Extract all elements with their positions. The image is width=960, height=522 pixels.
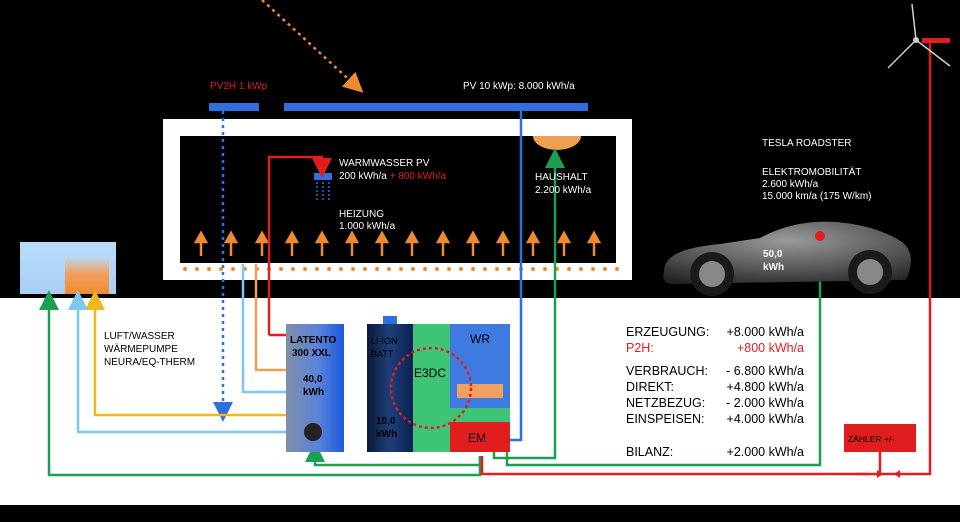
emob-energy: 2.600 kWh/a bbox=[762, 179, 819, 190]
balance-erzeugung-label: ERZEUGUNG: bbox=[626, 325, 710, 339]
balance-p2h-value: +800 kWh/a bbox=[736, 341, 804, 355]
pv2h-label: PV2H 1 kWp bbox=[210, 81, 268, 92]
em-label: EM bbox=[468, 431, 486, 445]
heatpump-label-3: NEURA/EQ-THERM bbox=[104, 357, 196, 368]
battery-value: 10,0 bbox=[376, 416, 396, 427]
balance-verbrauch-label: VERBRAUCH: bbox=[626, 364, 708, 378]
balance-einspeisen-value: +4.000 kWh/a bbox=[726, 412, 804, 426]
warmwasser-extra: + 800 kWh/a bbox=[386, 171, 447, 182]
balance-verbrauch-value: - 6.800 kWh/a bbox=[726, 364, 804, 378]
haushalt-value: 2.200 kWh/a bbox=[535, 185, 592, 196]
latento-title-1: LATENTO bbox=[290, 335, 337, 346]
balance-bilanz-value: +2.000 kWh/a bbox=[726, 445, 804, 459]
pv-main-label: PV 10 kWp: 8.000 kWh/a bbox=[463, 81, 575, 92]
balance-einspeisen-label: EINSPEISEN: bbox=[626, 412, 705, 426]
car-battery-value: 50,0 bbox=[763, 249, 783, 260]
balance-netzbezug-value: - 2.000 kWh/a bbox=[726, 396, 804, 410]
latento-title-2: 300 XXL bbox=[292, 348, 331, 359]
balance-bilanz-label: BILANZ: bbox=[626, 445, 674, 459]
balance-netzbezug-label: NETZBEZUG: bbox=[626, 396, 706, 410]
latento-unit: kWh bbox=[303, 387, 325, 398]
balance-direkt-label: DIREKT: bbox=[626, 380, 674, 394]
balance-erzeugung-value: +8.000 kWh/a bbox=[726, 325, 804, 339]
battery-label-1: LI-ION bbox=[371, 336, 398, 346]
heizung-value: 1.000 kWh/a bbox=[339, 221, 396, 232]
emob-title: ELEKTROMOBILITÄT bbox=[762, 167, 862, 178]
heatpump-label-2: WÄRMEPUMPE bbox=[104, 344, 178, 355]
meter-label: ZÄHLER +/- bbox=[848, 434, 895, 444]
heatpump-label-1: LUFT/WASSER bbox=[104, 331, 175, 342]
pv2h-panel bbox=[209, 103, 259, 111]
battery-label-2: BATT bbox=[371, 349, 394, 359]
warmwasser-title: WARMWASSER PV bbox=[339, 158, 430, 169]
wr-label: WR bbox=[470, 332, 490, 346]
battery-unit: kWh bbox=[376, 429, 398, 440]
heizung-title: HEIZUNG bbox=[339, 209, 384, 220]
pv-main-panel bbox=[284, 103, 588, 111]
warmwasser-value-text: 200 kWh/a bbox=[339, 171, 387, 182]
emob-distance: 15.000 km/a (175 W/km) bbox=[762, 191, 872, 202]
balance-p2h-label: P2H: bbox=[626, 341, 654, 355]
latento-value: 40,0 bbox=[303, 374, 323, 385]
car-battery-unit: kWh bbox=[763, 262, 785, 273]
haushalt-title: HAUSHALT bbox=[535, 172, 588, 183]
car-title: TESLA ROADSTER bbox=[762, 138, 852, 149]
e3dc-label: E3DC bbox=[414, 366, 447, 380]
balance-direkt-value: +4.800 kWh/a bbox=[726, 380, 804, 394]
warmwasser-value: 200 kWh/a + 800 kWh/a bbox=[339, 171, 446, 183]
